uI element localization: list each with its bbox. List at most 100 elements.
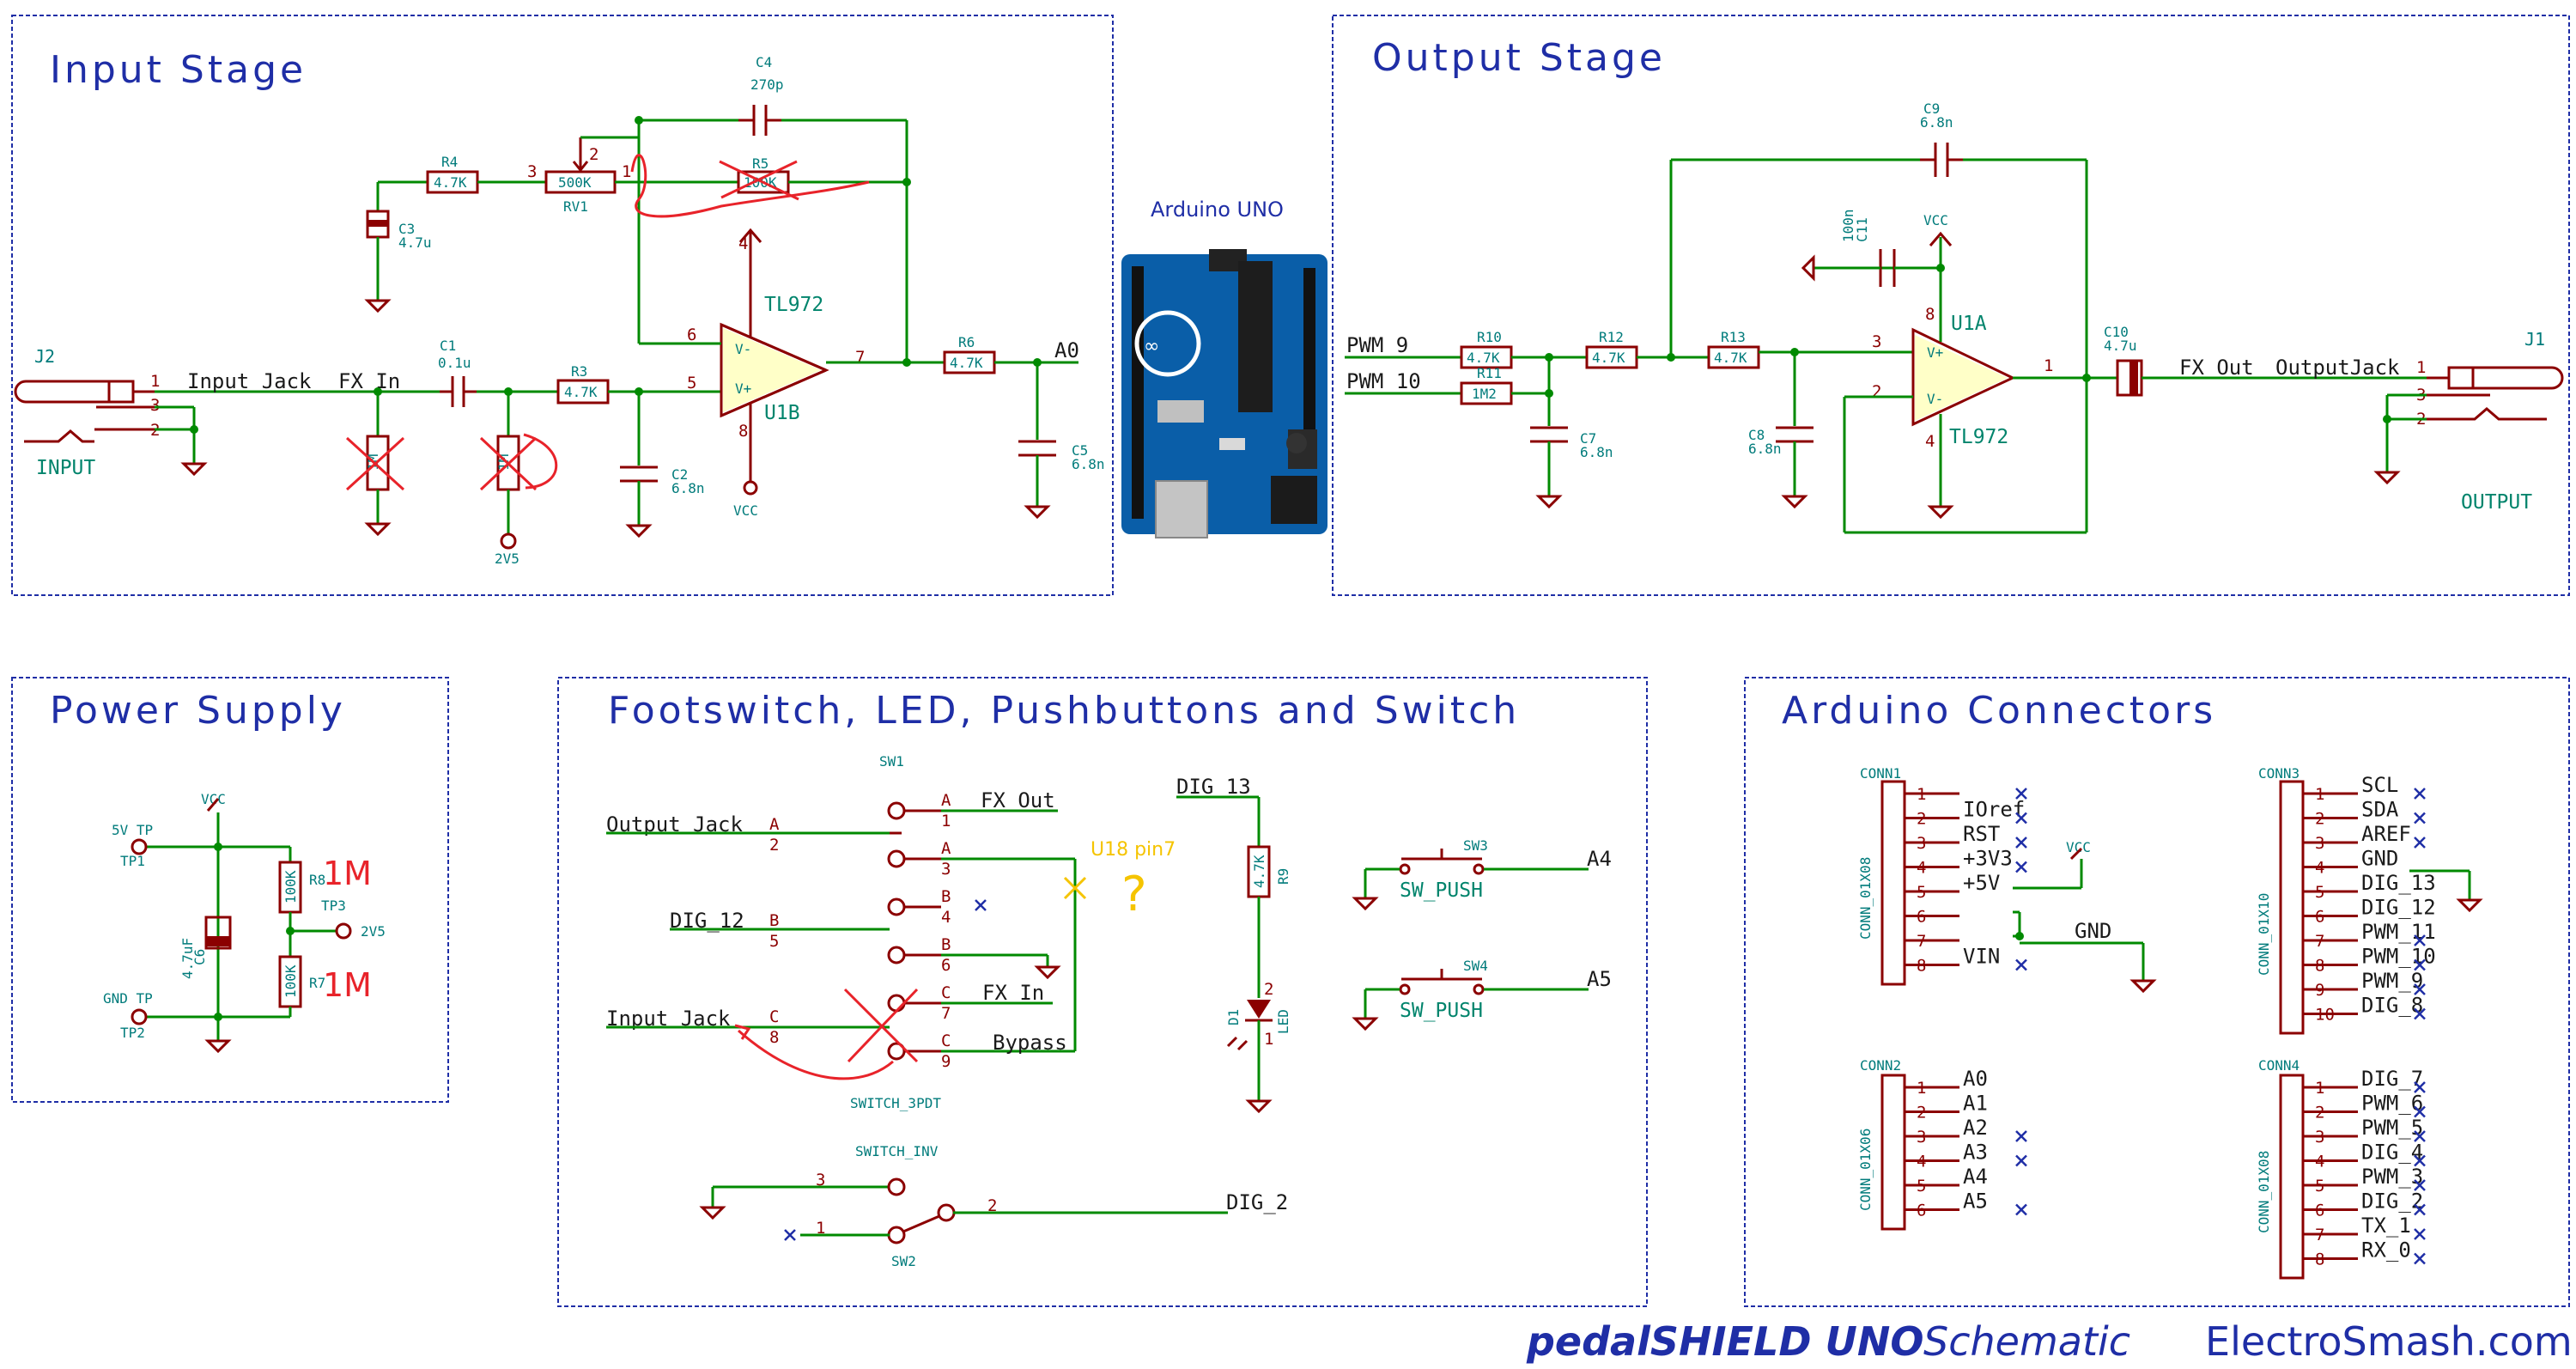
r5-value: 100K bbox=[744, 174, 777, 191]
net-a5: A5 bbox=[1587, 967, 1612, 991]
tp2-ref: TP2 bbox=[120, 1025, 145, 1041]
conn3-pin-number: 6 bbox=[2315, 908, 2324, 927]
conn2-no-connect-icon bbox=[2015, 1154, 2027, 1167]
pin-num: 8 bbox=[738, 422, 748, 441]
pin-num: 2 bbox=[1264, 980, 1273, 999]
opamp-minus: V- bbox=[1927, 391, 1943, 407]
pin-num: 1 bbox=[2044, 356, 2053, 375]
resistor-r11: 1M2 R11 bbox=[1460, 365, 1513, 405]
conn4-no-connect-icon bbox=[2414, 1105, 2426, 1118]
conn3-no-connect-icon bbox=[2414, 983, 2426, 995]
tp3-2v5: 2V5 bbox=[361, 923, 386, 940]
conn4-pin-label: DIG_7 bbox=[2361, 1067, 2423, 1091]
conn2-no-connect-icon bbox=[2015, 1130, 2027, 1142]
sw-pin-c: C bbox=[941, 1031, 951, 1050]
conn2-pin-number: 5 bbox=[1917, 1177, 1926, 1196]
r4-ref: R4 bbox=[441, 154, 458, 170]
conn3-type: CONN_01X10 bbox=[2256, 893, 2272, 976]
conn4-pin-label: PWM_6 bbox=[2361, 1092, 2423, 1116]
conn3-pin-number: 4 bbox=[2315, 859, 2324, 878]
c2-value: 6.8n bbox=[671, 480, 705, 496]
led-d1: D1 LED 2 1 bbox=[1225, 980, 1291, 1051]
conn1-pin-label: +3V3 bbox=[1963, 847, 2013, 871]
sw3-ref: SW3 bbox=[1463, 837, 1488, 854]
conn1-pin-label: IOref bbox=[1963, 798, 2025, 822]
sw-pin-b: B bbox=[941, 935, 951, 954]
capacitor-c1: C1 0.1u bbox=[438, 338, 477, 407]
c4-ref: C4 bbox=[756, 54, 772, 70]
pin-num: 3 bbox=[150, 396, 160, 415]
pin-num: 2 bbox=[769, 836, 779, 855]
pin-num: 1 bbox=[941, 812, 951, 831]
opamp-minus: V- bbox=[735, 341, 751, 357]
conn2-pin-number: 3 bbox=[1917, 1128, 1926, 1147]
conn1-pin-label: +5V bbox=[1963, 871, 2000, 895]
conn3-pin-number: 5 bbox=[2315, 883, 2324, 902]
conn1-pin-number: 4 bbox=[1917, 859, 1926, 878]
footswitch-box bbox=[557, 677, 1648, 1307]
power-supply-box bbox=[11, 677, 449, 1103]
tp1-label: 5V TP bbox=[112, 822, 153, 838]
conn3-pin-label: DIG_13 bbox=[2361, 871, 2436, 895]
r9-ref: R9 bbox=[1275, 868, 1291, 885]
conn3-pin-number: 3 bbox=[2315, 834, 2324, 853]
conn4-no-connect-icon bbox=[2414, 1081, 2426, 1093]
input-label: INPUT bbox=[36, 457, 95, 479]
sw-pin-a: A bbox=[941, 839, 951, 858]
r10-ref: R10 bbox=[1477, 329, 1502, 345]
c4-value: 270p bbox=[750, 76, 784, 93]
r3-value: 4.7K bbox=[564, 384, 598, 400]
conn1-body bbox=[1880, 780, 1906, 986]
sw4-type: SW_PUSH bbox=[1400, 1000, 1483, 1022]
conn4-pin-label: PWM_5 bbox=[2361, 1116, 2423, 1140]
output-stage: PWM_9 PWM_10 4.7K R10 1M2 R11 C7 6.8n bbox=[1345, 100, 2564, 534]
arduino-logo: ∞ bbox=[1144, 336, 1159, 357]
conn1-pin-number: 6 bbox=[1917, 908, 1926, 927]
conn1-pin-number: 8 bbox=[1917, 957, 1926, 976]
input-stage: J2 INPUT 1 3 2 Input Jack FX In C1 0.1u bbox=[14, 54, 1105, 567]
sw-pin-a: A bbox=[941, 791, 951, 810]
conn1-no-connect-icon bbox=[2015, 788, 2027, 800]
pin-num: 8 bbox=[1925, 305, 1935, 324]
pin-num: 6 bbox=[687, 326, 696, 344]
pin-num: 7 bbox=[941, 1004, 951, 1023]
conn1-pin-number: 5 bbox=[1917, 883, 1926, 902]
handwritten-1m-top: 1M bbox=[323, 855, 372, 892]
conn3-pin-label: DIG_8 bbox=[2361, 994, 2423, 1018]
resistor-r9: 4.7K R9 bbox=[1247, 845, 1291, 898]
c8-value: 6.8n bbox=[1748, 441, 1782, 457]
handwritten-note: U18 pin7 bbox=[1091, 839, 1176, 861]
u1b-ref: U1B bbox=[764, 402, 800, 424]
r9-value: 4.7K bbox=[1251, 855, 1267, 888]
pin-num: 1 bbox=[150, 372, 160, 391]
c9-ref: C9 bbox=[1923, 100, 1940, 117]
conn2-pin-label: A4 bbox=[1963, 1165, 1988, 1189]
net-fx-in: FX In bbox=[338, 369, 400, 393]
capacitor-c6: 4.7uF C6 bbox=[179, 916, 232, 979]
pin-num: 7 bbox=[855, 348, 865, 367]
r4-value: 4.7K bbox=[434, 174, 467, 191]
footswitch-section: SW1 Output Jack DIG_12 Input Jack A 2 B … bbox=[606, 753, 1612, 1269]
conn2-pin-number: 6 bbox=[1917, 1202, 1926, 1220]
net-fx-in-fs: FX In bbox=[982, 981, 1044, 1005]
conn4-no-connect-icon bbox=[2414, 1252, 2426, 1265]
footer-site: ElectroSmash.com bbox=[2205, 1318, 2573, 1365]
conn4-ref: CONN4 bbox=[2258, 1057, 2300, 1074]
conn1-pin-number: 7 bbox=[1917, 932, 1926, 951]
r12-ref: R12 bbox=[1599, 329, 1624, 345]
conn3-pin-label: SCL bbox=[2361, 773, 2398, 797]
rv1-ref: RV1 bbox=[563, 198, 588, 215]
conn3-ref: CONN3 bbox=[2258, 765, 2300, 782]
resistor-r3: 4.7K R3 bbox=[556, 363, 610, 405]
conn3-pin-label: PWM_9 bbox=[2361, 969, 2423, 993]
resistor-r4: 4.7K R4 bbox=[426, 154, 479, 194]
d1-ref: D1 bbox=[1225, 1009, 1242, 1025]
j2-ref: J2 bbox=[34, 346, 55, 367]
conn2-pin-label: A5 bbox=[1963, 1190, 1988, 1214]
sw1-ref: SW1 bbox=[879, 753, 904, 770]
conn3-pin-label: DIG_12 bbox=[2361, 896, 2436, 920]
c3-value: 4.7u bbox=[398, 234, 432, 251]
conn4-body bbox=[2279, 1074, 2305, 1280]
conn2-pin-number: 2 bbox=[1917, 1104, 1926, 1123]
u1a-part: TL972 bbox=[1949, 426, 2008, 448]
